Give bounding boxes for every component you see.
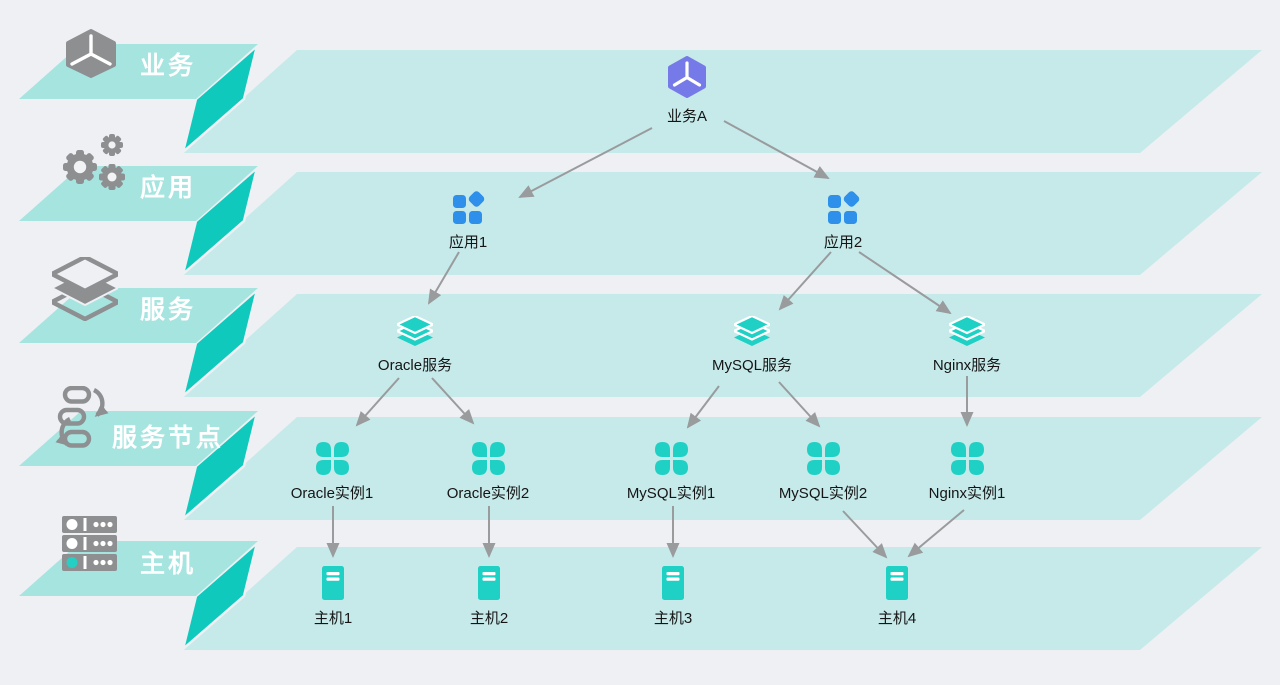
node-label: MySQL服务 xyxy=(711,357,792,374)
node-oracle-instance-2[interactable]: Oracle实例2 xyxy=(413,442,563,503)
node-app-2[interactable]: 应用2 xyxy=(768,191,918,252)
cube-icon xyxy=(66,29,116,78)
teal-host-icon xyxy=(662,566,684,600)
teal-stack-icon xyxy=(397,316,433,346)
node-label: 主机1 xyxy=(313,610,353,627)
node-oracle-service[interactable]: Oracle服务 xyxy=(340,316,490,375)
cycle-icon xyxy=(55,386,109,448)
node-label: MySQL实例2 xyxy=(778,485,868,502)
node-mysql-instance-2[interactable]: MySQL实例2 xyxy=(748,442,898,503)
node-app-1[interactable]: 应用1 xyxy=(393,191,543,252)
teal-clover-icon xyxy=(950,442,984,475)
node-label: 主机3 xyxy=(653,610,693,627)
node-label: MySQL实例1 xyxy=(626,485,716,502)
teal-host-icon xyxy=(478,566,500,600)
node-mysql-instance-1[interactable]: MySQL实例1 xyxy=(596,442,746,503)
teal-stack-icon xyxy=(734,316,770,346)
node-host-3[interactable]: 主机3 xyxy=(598,566,748,628)
teal-host-icon xyxy=(886,566,908,600)
node-label: Oracle服务 xyxy=(377,357,453,374)
node-host-2[interactable]: 主机2 xyxy=(414,566,564,628)
node-nginx-instance-1[interactable]: Nginx实例1 xyxy=(892,442,1042,503)
node-host-4[interactable]: 主机4 xyxy=(822,566,972,628)
node-label: 应用1 xyxy=(448,234,488,251)
server-rack-icon xyxy=(62,516,117,571)
gears-icon xyxy=(63,134,125,190)
node-label: Oracle实例2 xyxy=(446,485,530,502)
node-label: Nginx实例1 xyxy=(928,485,1006,502)
teal-stack-icon xyxy=(949,316,985,346)
teal-clover-icon xyxy=(315,442,349,475)
teal-host-icon xyxy=(322,566,344,600)
purple-cube-icon xyxy=(668,56,706,98)
layer-label-service: 服务 xyxy=(140,296,197,324)
node-label: 主机2 xyxy=(469,610,509,627)
layers-icon xyxy=(52,257,118,321)
node-label: 业务A xyxy=(666,108,707,125)
teal-clover-icon xyxy=(471,442,505,475)
node-nginx-service[interactable]: Nginx服务 xyxy=(892,316,1042,375)
layer-label-application: 应用 xyxy=(140,174,197,202)
teal-clover-icon xyxy=(806,442,840,475)
node-business-a[interactable]: 业务A xyxy=(612,56,762,126)
node-label: Nginx服务 xyxy=(932,357,1002,374)
node-label: 主机4 xyxy=(877,610,917,627)
blue-apps-icon xyxy=(827,191,859,224)
node-label: Oracle实例1 xyxy=(290,485,374,502)
node-mysql-service[interactable]: MySQL服务 xyxy=(677,316,827,375)
layer-label-host: 主机 xyxy=(140,550,197,578)
node-oracle-instance-1[interactable]: Oracle实例1 xyxy=(257,442,407,503)
layer-label-business: 业务 xyxy=(140,52,197,80)
node-host-1[interactable]: 主机1 xyxy=(258,566,408,628)
layer-label-service-node: 服务节点 xyxy=(112,424,225,452)
node-label: 应用2 xyxy=(823,234,863,251)
teal-clover-icon xyxy=(654,442,688,475)
blue-apps-icon xyxy=(452,191,484,224)
